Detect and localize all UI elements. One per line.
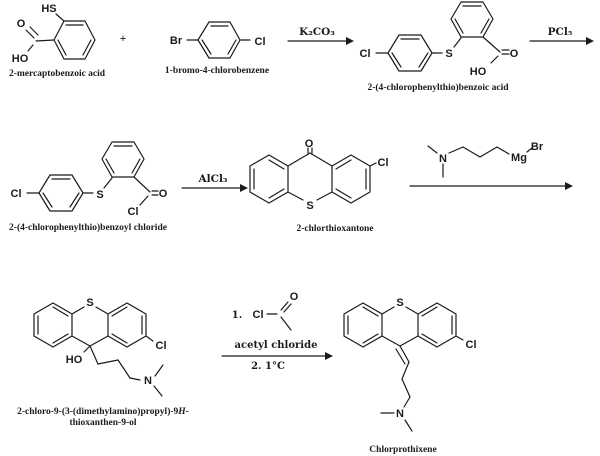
reaction-arrow-4 bbox=[409, 182, 573, 190]
atom-label-cl: Cl bbox=[360, 48, 371, 60]
benzene-ring bbox=[101, 141, 145, 178]
arrowhead bbox=[325, 352, 333, 360]
atom-label-s: S bbox=[86, 297, 93, 309]
reagent-label: AlCl₃ bbox=[197, 173, 227, 185]
atom-label-br: Br bbox=[170, 35, 183, 47]
benzene-ring bbox=[38, 174, 84, 212]
benzene-ring bbox=[387, 34, 433, 72]
atom-label-cl: Cl bbox=[255, 36, 266, 48]
compound-label: 2-(4-chlorophenylthio)benzoyl chloride bbox=[9, 222, 167, 233]
compound-bromochlorobenzene: Br Cl 1-bromo-4-chlorobenzene bbox=[165, 21, 269, 76]
step-number-2: 2. 1°C bbox=[251, 361, 285, 372]
compound-label: 2-mercaptobenzoic acid bbox=[9, 69, 106, 79]
benzene-ring bbox=[107, 302, 147, 348]
reagent-label: PCl₅ bbox=[548, 26, 573, 38]
atom-label-s: S bbox=[396, 297, 403, 309]
atom-label-ho: HO bbox=[470, 66, 487, 78]
label-part-italic-h: H bbox=[177, 407, 186, 417]
atom-label-s: S bbox=[306, 200, 313, 212]
label-part: 2-chloro-9-(3-(dimethylamino)propyl)-9 bbox=[17, 406, 178, 417]
compound-label-line2: thioxanthen-9-ol bbox=[69, 418, 136, 428]
reaction-arrow-3: AlCl₃ bbox=[181, 173, 248, 192]
atom-label-cl: Cl bbox=[466, 339, 477, 351]
atom-label-n: N bbox=[144, 375, 152, 387]
atom-label-cl: Cl bbox=[156, 340, 167, 352]
plus-operator: + bbox=[120, 31, 127, 45]
label-part: - bbox=[186, 407, 189, 417]
benzene-ring bbox=[417, 302, 457, 348]
reaction-arrow-2: PCl₅ bbox=[529, 26, 594, 45]
benzene-ring bbox=[450, 1, 494, 38]
atom-label-o: O bbox=[159, 188, 168, 200]
reagent-acetyl-chloride: 1. Cl O acetyl chloride 2. 1°C bbox=[221, 291, 333, 372]
benzene-ring bbox=[33, 302, 73, 348]
reaction-arrow-1: K₂CO₃ bbox=[287, 26, 354, 45]
reagent-label: K₂CO₃ bbox=[299, 26, 335, 38]
compound-grignard-reagent: N Mg Br bbox=[427, 141, 544, 178]
benzene-ring bbox=[343, 302, 383, 348]
compound-benzoyl-chloride: Cl S O Cl 2-(4-chlorophenylthio)benzoyl … bbox=[9, 141, 168, 233]
compound-chlorprothixene: S Cl N Chlorprothixene bbox=[343, 297, 477, 455]
atom-label-cl: Cl bbox=[11, 188, 22, 200]
compound-label: 1-bromo-4-chlorobenzene bbox=[165, 66, 269, 76]
atom-label-hs: HS bbox=[41, 3, 56, 15]
benzene-ring bbox=[249, 154, 289, 204]
arrowhead bbox=[586, 37, 594, 45]
compound-thioxanthenol: S Cl HO N 2-chloro-9-(3-(dimethylamino)p… bbox=[17, 297, 189, 428]
arrowhead bbox=[240, 184, 248, 192]
atom-label-acyl-cl: Cl bbox=[128, 206, 139, 218]
compound-label: 2-chlorthioxantone bbox=[296, 224, 373, 234]
reagent-label: acetyl chloride bbox=[235, 340, 318, 351]
compound-label: Chlorprothixene bbox=[369, 445, 436, 455]
benzene-ring bbox=[53, 20, 96, 60]
arrowhead bbox=[346, 37, 354, 45]
atom-label-n: N bbox=[439, 153, 447, 165]
step-number-1: 1. bbox=[232, 310, 242, 321]
compound-mercaptobenzoic-acid: HS O HO 2-mercaptobenzoic acid bbox=[9, 3, 106, 79]
compound-label: 2-(4-chlorophenylthio)benzoic acid bbox=[367, 82, 509, 93]
atom-label-s: S bbox=[96, 189, 103, 201]
arrowhead bbox=[565, 182, 573, 190]
atom-label-cl: Cl bbox=[253, 309, 264, 321]
atom-label-br: Br bbox=[531, 141, 544, 153]
compound-chlorophenylthio-benzoic-acid: Cl S O HO 2-(4-chlorophenylthio)benzoic … bbox=[360, 1, 519, 93]
compound-label-line1: 2-chloro-9-(3-(dimethylamino)propyl)-9H- bbox=[17, 406, 189, 417]
atom-label-n: N bbox=[396, 408, 404, 420]
atom-label-s: S bbox=[445, 48, 452, 60]
atom-label-cl: Cl bbox=[378, 157, 389, 169]
atom-label-mg: Mg bbox=[511, 152, 527, 164]
atom-label-o: O bbox=[290, 291, 299, 303]
benzene-ring bbox=[197, 21, 241, 59]
atom-label-o: O bbox=[510, 48, 519, 60]
compound-chlorthioxantone: O S Cl 2-chlorthioxantone bbox=[249, 138, 389, 234]
benzene-ring bbox=[331, 154, 371, 204]
atom-label-o: O bbox=[305, 138, 314, 150]
atom-label-o: O bbox=[17, 18, 26, 30]
atom-label-ho: HO bbox=[12, 53, 29, 65]
atom-label-ho: HO bbox=[66, 354, 83, 366]
